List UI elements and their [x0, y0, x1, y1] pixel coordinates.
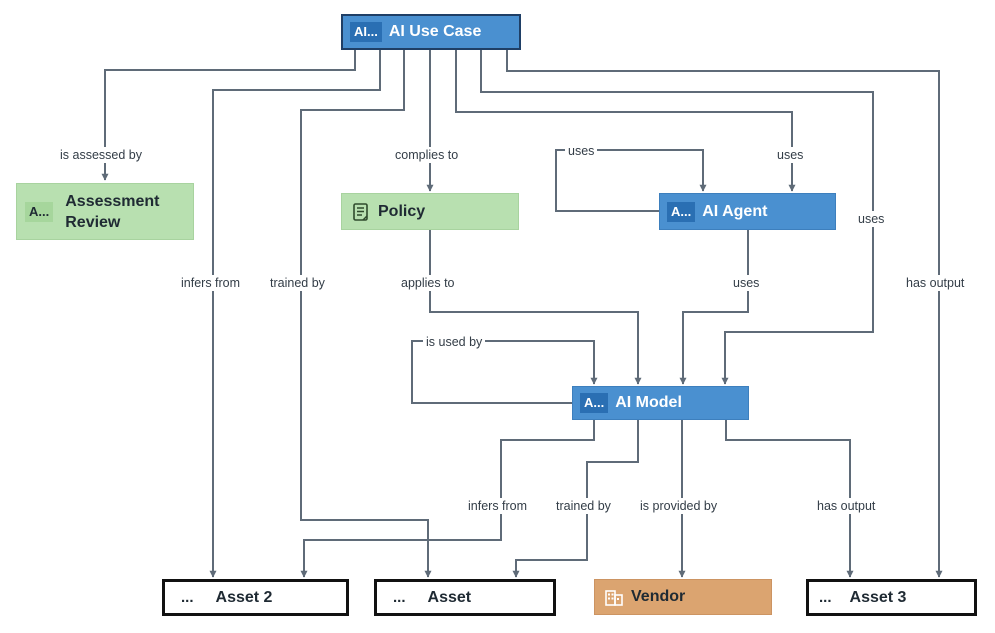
ai-agent-type-badge: A... [667, 201, 696, 222]
node-vendor[interactable]: Vendor [594, 579, 772, 615]
asset-2-prefix: ... [181, 589, 194, 606]
edge-infers-from-model [300, 420, 595, 578]
edge-infers-from-case [209, 50, 381, 578]
edge-label-trained-by-model: trained by [553, 498, 614, 514]
node-policy[interactable]: Policy [341, 193, 519, 230]
assessment-review-type-badge: A... [25, 201, 54, 222]
asset-3-label: Asset 3 [849, 588, 907, 606]
node-ai-agent[interactable]: A... AI Agent [659, 193, 836, 230]
edge-uses-agent-self [555, 149, 707, 212]
assessment-review-label-line2: Review [65, 213, 121, 231]
edge-label-uses-case-agent: uses [774, 147, 807, 163]
edge-trained-by-case [300, 50, 432, 578]
edge-label-is-assessed-by: is assessed by [57, 147, 145, 163]
edge-applies-to [429, 230, 642, 385]
ai-model-type-badge: A... [580, 393, 609, 413]
node-asset-3[interactable]: ... Asset 3 [806, 579, 977, 616]
node-asset-2[interactable]: ... Asset 2 [162, 579, 349, 616]
ai-use-case-type-badge: AI... [350, 22, 382, 42]
edge-label-is-used-by: is used by [423, 334, 486, 350]
node-asset[interactable]: ... Asset [374, 579, 556, 616]
edge-label-uses-agent-self: uses [565, 143, 598, 159]
ai-agent-label: AI Agent [702, 202, 768, 220]
node-ai-model[interactable]: A... AI Model [572, 386, 749, 420]
edge-label-infers-from-model: infers from [465, 498, 531, 514]
edge-uses-agent-model [679, 230, 749, 385]
node-assessment-review[interactable]: A... Assessment Review [16, 183, 194, 240]
edge-label-has-output-case: has output [903, 275, 968, 291]
ai-use-case-label: AI Use Case [388, 23, 482, 40]
node-ai-use-case[interactable]: AI... AI Use Case [341, 14, 521, 50]
edge-label-uses-agent-model: uses [730, 275, 763, 291]
policy-document-icon [351, 202, 371, 222]
assessment-review-label-line1: Assessment [65, 192, 160, 210]
edge-label-applies-to: applies to [398, 275, 458, 291]
edge-is-assessed-by [101, 50, 356, 181]
assessment-review-label: Assessment Review [65, 191, 159, 233]
edge-has-output-case [506, 50, 943, 578]
asset-2-label: Asset 2 [215, 588, 273, 606]
edge-label-trained-by-case: trained by [267, 275, 328, 291]
edge-label-has-output-model: has output [814, 498, 879, 514]
asset-label: Asset [427, 588, 472, 606]
policy-label: Policy [378, 202, 426, 220]
asset-prefix: ... [393, 589, 406, 606]
edge-is-used-by [411, 340, 598, 404]
edge-label-infers-from-case: infers from [178, 275, 244, 291]
vendor-label: Vendor [631, 588, 686, 605]
edge-label-complies-to: complies to [392, 147, 462, 163]
ai-model-label: AI Model [615, 394, 682, 411]
asset-3-prefix: ... [819, 589, 832, 606]
building-icon [604, 587, 624, 607]
edge-label-uses-case-model: uses [855, 211, 888, 227]
edge-label-is-provided-by: is provided by [637, 498, 721, 514]
